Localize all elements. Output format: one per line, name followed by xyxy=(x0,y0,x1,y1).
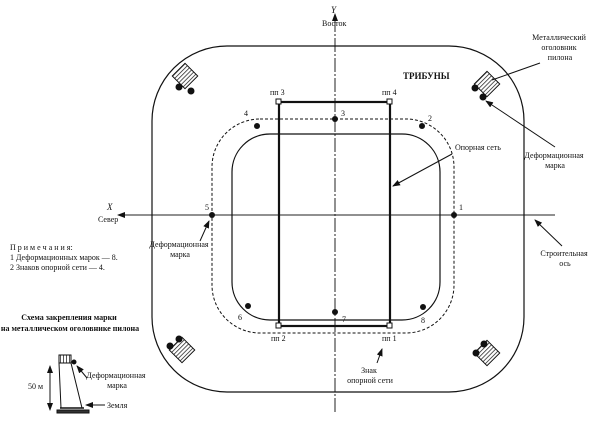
mark-3: 3 xyxy=(341,109,345,118)
notes: П р и м е ч а н и я: 1 Деформационных ма… xyxy=(10,243,120,272)
deform-mark-left-label: Деформационная марка xyxy=(149,240,210,259)
stands-label: ТРИБУНЫ xyxy=(403,71,450,81)
construction-axis-arrow xyxy=(534,219,563,247)
metal-head-label: Металлический оголовник пилона xyxy=(532,33,588,62)
deformation-mark-contour xyxy=(211,118,455,334)
construction-axis-label: Строительная ось xyxy=(540,249,589,268)
metal-head-leader xyxy=(491,62,541,81)
mark-8: 8 xyxy=(421,316,425,325)
mark-4: 4 xyxy=(244,109,248,118)
reference-network-arrow xyxy=(392,153,453,187)
mark-2: 2 xyxy=(428,114,432,123)
y-axis-label: Y xyxy=(331,5,337,15)
network-point-3: пп 3 xyxy=(270,88,285,97)
y-direction-label: Восток xyxy=(322,19,346,28)
deform-mark-left-arrow xyxy=(199,220,210,242)
x-direction-label: Север xyxy=(98,215,118,224)
field-contour xyxy=(231,133,441,321)
deform-mark-right-label: Деформационная марка xyxy=(524,151,585,170)
network-point-2: пп 2 xyxy=(271,334,286,343)
inset-pylon xyxy=(47,354,105,414)
deform-mark-right-arrow xyxy=(485,100,556,148)
x-axis-label: X xyxy=(106,202,113,212)
network-sign-label: Знак опорной сети xyxy=(347,366,394,385)
mark-6: 6 xyxy=(238,313,242,322)
mark-7: 7 xyxy=(342,315,346,324)
pylon-heads xyxy=(166,62,501,367)
inset-title: Схема закрепления марки на металлическом… xyxy=(1,313,139,333)
network-point-4: пп 4 xyxy=(382,88,397,97)
network-signs xyxy=(275,98,393,329)
network-point-1: пп 1 xyxy=(382,334,397,343)
deformation-marks xyxy=(209,116,457,315)
reference-network-label: Опорная сеть xyxy=(455,143,501,152)
outer-contour xyxy=(151,45,525,393)
inset-ground-label: Земля xyxy=(107,401,128,410)
inset-mark-label: Деформационная марка xyxy=(86,371,147,390)
mark-5: 5 xyxy=(205,203,209,212)
network-sign-arrow xyxy=(376,348,383,364)
inset-height-label: 50 м xyxy=(28,382,43,391)
reference-network xyxy=(277,100,392,328)
mark-1: 1 xyxy=(459,203,463,212)
